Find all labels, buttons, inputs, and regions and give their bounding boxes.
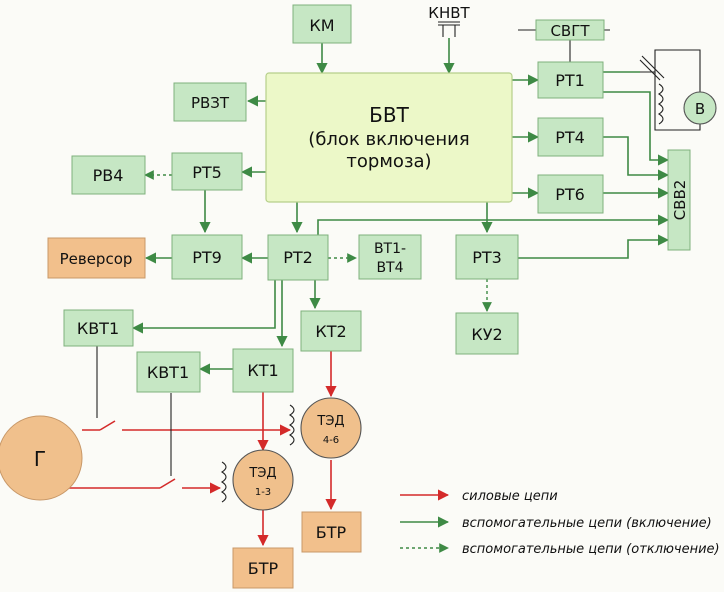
legend: силовые цепи вспомогательные цепи (включ… [400,489,720,557]
btr-right-label: БТР [316,523,347,542]
vt-label-line1: ВТ1- [374,241,406,257]
svgt-label: СВГТ [550,22,590,40]
block-rt5[interactable]: РТ5 [171,152,243,191]
exciter-resistor [639,55,665,81]
bvt-title: БВТ [369,103,409,127]
ted13-field-coil [220,461,227,503]
exciter-wire-bottom [654,72,701,131]
km-label: КМ [309,16,334,35]
block-rt9[interactable]: РТ9 [171,234,243,280]
reversor-label: Реверсор [60,250,133,268]
block-btr-left[interactable]: БТР [232,547,294,589]
block-ku2[interactable]: КУ2 [455,312,519,355]
ted-1-3-motor[interactable]: ТЭД 1-3 [232,449,294,511]
rt2-to-svv2-arrow [317,214,670,235]
block-km[interactable]: КМ [292,4,352,44]
ted-4-6-motor[interactable]: ТЭД 4-6 [300,397,362,459]
block-rt6[interactable]: РТ6 [537,174,604,214]
knvt-label: КНВТ [428,4,470,22]
switch-2-blade [159,478,176,489]
legend-aux-off-label: вспомогательные цепи (отключение) [462,542,720,557]
block-kvt1-top[interactable]: КВТ1 [63,309,134,347]
ted46-name: ТЭД [316,414,344,429]
block-kvt1-mid[interactable]: КВТ1 [136,351,201,393]
kvt1-mid-label: КВТ1 [147,363,189,382]
block-kt2[interactable]: КТ2 [300,310,362,352]
rt4-to-svv2-arrow [603,136,670,181]
block-svgt[interactable]: СВГТ [535,19,605,41]
rt4-label: РТ4 [555,128,585,147]
block-svv2[interactable]: СВВ2 [667,149,691,251]
kt2-label: КТ2 [315,322,346,341]
exciter-coil [657,83,664,125]
switch-1-blade [99,420,116,431]
block-rt3[interactable]: РТ3 [455,234,519,280]
kvt1-top-label: КВТ1 [77,319,119,338]
knvt-contact-icon [438,21,460,37]
bvt-desc-line2: тормоза) [346,151,431,172]
rt2-label: РТ2 [283,248,313,267]
block-bvt[interactable]: БВТ (блок включения тормоза) [265,72,513,203]
exciter-machine[interactable]: В [683,91,717,125]
rt6-label: РТ6 [555,185,585,204]
btr-left-label: БТР [248,559,279,578]
generator-label: Г [34,447,46,471]
legend-power-label: силовые цепи [462,489,558,504]
block-rv4[interactable]: РВ4 [71,155,146,195]
vt-label-line2: ВТ4 [376,260,403,276]
svv2-label: СВВ2 [671,180,689,221]
block-rt2[interactable]: РТ2 [267,234,329,281]
block-btr-right[interactable]: БТР [301,511,362,553]
connections [66,29,701,547]
ted46-number: 4-6 [323,435,339,446]
block-vt1-vt4[interactable]: ВТ1- ВТ4 [358,234,422,280]
rt3-label: РТ3 [472,248,502,267]
block-kt1[interactable]: КТ1 [232,348,294,393]
rt2-to-kvt1-top-arrow [131,280,276,334]
generator[interactable]: Г [0,415,83,501]
block-rt1[interactable]: РТ1 [537,61,604,99]
block-rt4[interactable]: РТ4 [537,117,604,157]
rt3-to-svv2-arrow [518,234,670,259]
block-reversor[interactable]: Реверсор [47,237,146,279]
kt1-label: КТ1 [247,361,278,380]
block-rvzt[interactable]: РВЗТ [173,82,247,122]
rvzt-label: РВЗТ [191,94,230,112]
rt1-label: РТ1 [555,71,585,90]
rt5-label: РТ5 [192,163,222,182]
rv4-label: РВ4 [93,166,124,185]
bvt-desc-line1: (блок включения [308,129,469,150]
rt9-label: РТ9 [192,248,222,267]
legend-aux-on-label: вспомогательные цепи (включение) [462,516,712,531]
ted13-name: ТЭД [248,466,276,481]
ted13-number: 1-3 [255,487,271,498]
exciter-label: В [695,100,705,118]
rt1-to-svv2-arrow [603,91,670,166]
ted46-field-coil [288,404,295,446]
exciter-wire-top [640,49,701,92]
ku2-label: КУ2 [471,325,502,344]
